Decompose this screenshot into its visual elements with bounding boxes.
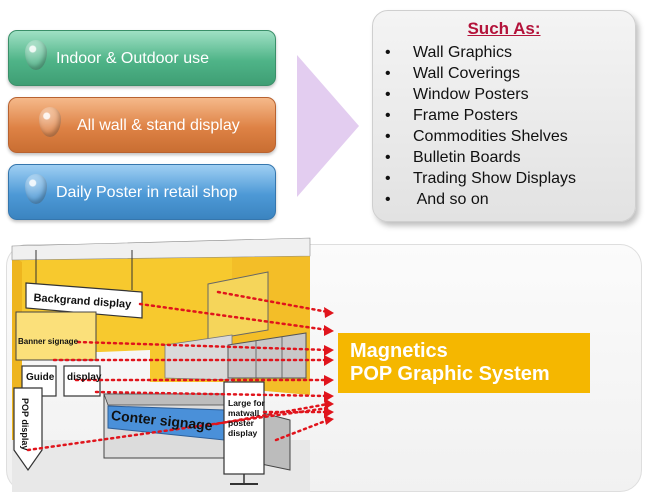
list-item: • Wall Graphics (385, 42, 576, 63)
bullet-icon: • (385, 170, 391, 187)
use-daily-poster: Daily Poster in retail shop (8, 164, 276, 220)
magnetics-pop-box: Magnetics POP Graphic System (338, 333, 590, 393)
list-item-text: And so on (413, 191, 489, 208)
large-poster-line: Large for (228, 398, 265, 408)
magnetics-title: Magnetics (350, 340, 448, 362)
banner-signage-label: Banner signage (18, 337, 79, 346)
list-item-text: Commodities Shelves (413, 128, 568, 145)
list-item: • Commodities Shelves (385, 126, 576, 147)
droplet-icon (25, 174, 47, 204)
display-cabinet (227, 332, 307, 379)
bullet-icon: • (385, 44, 391, 61)
use-wall-stand: All wall & stand display (8, 97, 276, 153)
list-item: • Trading Show Displays (385, 168, 576, 189)
use-indoor-outdoor: Indoor & Outdoor use (8, 30, 276, 86)
display-label: display (67, 372, 102, 383)
list-item: • And so on (385, 189, 576, 210)
magnetics-subtitle: POP Graphic System (350, 363, 550, 385)
large-poster-line: poster (228, 418, 254, 428)
bullet-icon: • (385, 128, 391, 145)
list-item-text: Trading Show Displays (413, 170, 577, 187)
banner-signage-frame (15, 311, 97, 361)
list-item: • Bulletin Boards (385, 147, 576, 168)
use-label: Indoor & Outdoor use (56, 49, 209, 67)
guide-label: Guide (26, 372, 55, 383)
use-label: Daily Poster in retail shop (56, 183, 238, 201)
bullet-icon: • (385, 149, 391, 166)
background-display-sign (25, 282, 143, 319)
use-label: All wall & stand display (77, 116, 240, 134)
such-as-title: Such As: (467, 19, 541, 38)
list-item: • Wall Coverings (385, 63, 576, 84)
pop-display-label: POP display (20, 398, 30, 451)
bullet-icon: • (385, 191, 391, 208)
bullet-icon: • (385, 107, 391, 124)
list-item: • Frame Posters (385, 105, 576, 126)
droplet-icon (39, 107, 61, 137)
wall-poster-frame (207, 271, 269, 341)
large-poster-label: Large for matwall poster display (228, 398, 265, 438)
such-as-list: • Wall Graphics • Wall Coverings • Window P… (385, 42, 576, 210)
chevron-arrow-icon (297, 55, 359, 197)
arrowheads (324, 307, 334, 425)
droplet-icon (25, 40, 47, 70)
list-item-text: Window Posters (413, 86, 529, 103)
ceiling (11, 237, 311, 261)
bullet-icon: • (385, 65, 391, 82)
list-item-text: Wall Coverings (413, 65, 520, 82)
rollup-stand (223, 381, 265, 475)
list-item: • Window Posters (385, 84, 576, 105)
large-poster-line: matwall (228, 408, 260, 418)
pointer-arrows (26, 290, 330, 452)
list-item-text: Wall Graphics (413, 44, 512, 61)
such-as-box: Such As: • Wall Graphics • Wall Coverings … (372, 10, 636, 222)
large-poster-line: display (228, 428, 258, 438)
list-item-text: Frame Posters (413, 107, 518, 124)
bullet-icon: • (385, 86, 391, 103)
list-item-text: Bulletin Boards (413, 149, 521, 166)
